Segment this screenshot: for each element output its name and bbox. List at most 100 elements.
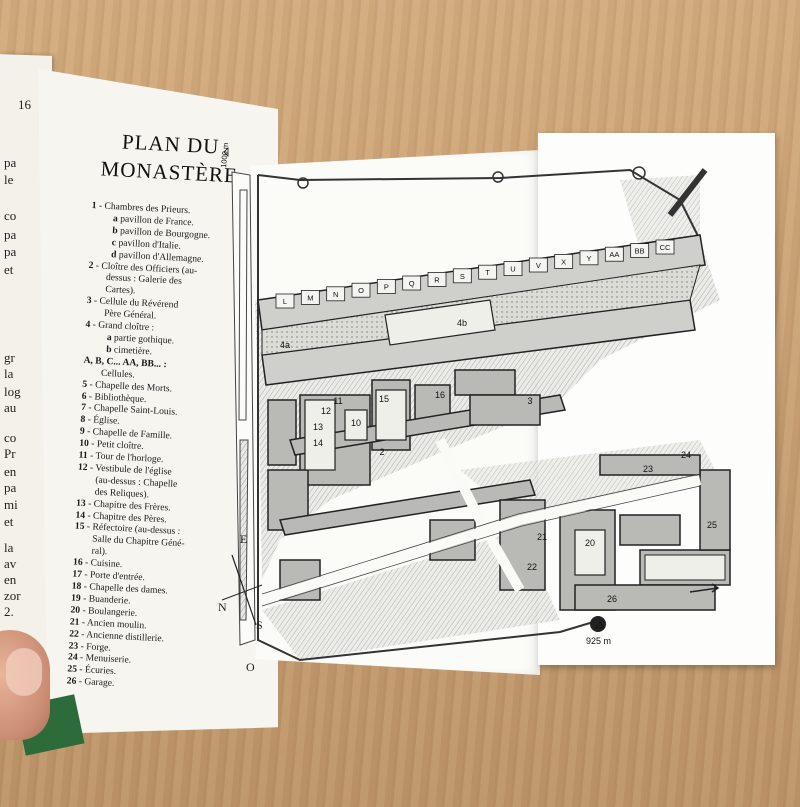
tower-top-left <box>297 177 309 189</box>
cell-box <box>300 289 320 305</box>
tower-bottom <box>590 616 606 632</box>
left-page-fragment: pa <box>4 155 17 170</box>
area-label: 24 <box>681 450 691 460</box>
area-label: 12 <box>321 406 331 416</box>
cell-letter: AA <box>609 250 619 259</box>
cell-letter: X <box>561 257 566 266</box>
refectory-15 <box>375 389 407 441</box>
area-label: 2 <box>379 447 384 457</box>
left-page-fragment: en <box>4 464 17 479</box>
cell-letter: N <box>333 290 338 299</box>
entrance-road <box>667 168 708 217</box>
cell-box <box>326 286 346 302</box>
bakery-courtyard <box>574 529 606 576</box>
cell-box <box>503 261 523 277</box>
cell-box <box>452 268 472 284</box>
altitude-top-marker <box>223 147 229 157</box>
left-page-fragment: pa <box>4 244 17 259</box>
tower-top-mid <box>492 171 504 183</box>
cell-letter: O <box>358 286 364 295</box>
area-label: 11 <box>333 396 342 406</box>
cell-letter: Q <box>409 279 415 288</box>
compass-letter: S <box>256 618 263 632</box>
cell-box <box>478 264 498 280</box>
cell-letter: BB <box>635 247 645 256</box>
left-page-fragment: co <box>4 430 17 445</box>
area-label: 10 <box>351 418 361 428</box>
cell-letter: U <box>510 265 515 274</box>
tower-top-right <box>632 166 646 180</box>
area-label: 23 <box>643 464 653 474</box>
compass-rose <box>221 554 263 626</box>
area-label: 14 <box>313 438 323 448</box>
roads <box>260 437 702 605</box>
altitude-bottom-label: 925 m <box>586 636 611 646</box>
cell-box <box>427 271 447 287</box>
enclosure-wall <box>257 168 701 662</box>
area-label: 16 <box>435 390 445 400</box>
small-cloister-10 <box>344 409 368 441</box>
left-page-fragment: la <box>4 540 14 555</box>
cell-box <box>554 253 574 269</box>
area-label: 4b <box>457 318 467 328</box>
direction-arrow <box>689 583 720 593</box>
cell-letter: P <box>384 283 389 292</box>
cell-box <box>604 246 624 262</box>
cell-letter: S <box>460 272 465 281</box>
compass-letter: O <box>246 660 255 674</box>
compass-letter: E <box>240 532 248 546</box>
cell-letter: R <box>434 275 440 284</box>
left-page-fragment: Pr <box>4 446 16 461</box>
left-page-fragment: 2. <box>4 604 14 619</box>
left-page-fragment: pa <box>4 227 17 242</box>
left-page-fragment: gr <box>4 350 15 365</box>
cell-letter: V <box>536 261 541 270</box>
road-edges <box>261 473 701 607</box>
cell-letter: CC <box>660 243 671 252</box>
left-page-fragment: pa <box>4 480 17 495</box>
cemetery-4b <box>384 299 496 346</box>
area-label: 15 <box>379 394 389 404</box>
cell-box <box>579 250 599 266</box>
left-page-fragment: log <box>4 384 21 399</box>
left-page-fragment: zor <box>4 588 21 603</box>
left-page-fragment: la <box>4 366 14 381</box>
area-label: 21 <box>537 532 547 542</box>
thumbnail-nail <box>6 648 42 696</box>
cell-box <box>528 257 548 273</box>
cell-box <box>376 279 396 295</box>
left-page-fragment: mi <box>4 497 18 512</box>
cell-box <box>630 243 650 259</box>
compass-letter: N <box>218 600 227 614</box>
left-page-fragment: en <box>4 572 17 587</box>
altitude-bottom-marker <box>595 621 605 629</box>
cell-box <box>402 275 422 291</box>
cell-box <box>351 282 371 298</box>
left-strip-map <box>231 171 256 646</box>
cell-letter: Y <box>586 254 591 263</box>
area-label: 4a <box>280 340 290 350</box>
cell-letter: T <box>485 268 490 277</box>
cell-box <box>275 293 295 309</box>
area-label: 20 <box>585 538 595 548</box>
left-page-fragment: av <box>4 556 17 571</box>
area-label: 22 <box>527 562 537 572</box>
area-label: 13 <box>313 422 323 432</box>
stables-yard <box>644 554 726 581</box>
left-page-fragment: au <box>4 400 17 415</box>
cell-labels: LMNOPQRSTUVXYAABBCC60KKLLMMNNR <box>275 239 675 368</box>
area-label: 26 <box>607 594 617 604</box>
left-page-fragment: et <box>4 514 14 529</box>
left-page-fragment: le <box>4 172 14 187</box>
cell-letter: M <box>307 293 313 302</box>
area-label: 3 <box>527 396 532 406</box>
left-page-fragment: 16 <box>18 97 31 112</box>
left-page-fragment: co <box>4 208 17 223</box>
cell-box <box>655 239 675 255</box>
area-label: 25 <box>707 520 717 530</box>
left-page-fragment: et <box>4 262 14 277</box>
church-8 <box>304 399 336 471</box>
altitude-top-label: 1000 m <box>219 142 230 168</box>
cell-letter: L <box>283 297 287 306</box>
